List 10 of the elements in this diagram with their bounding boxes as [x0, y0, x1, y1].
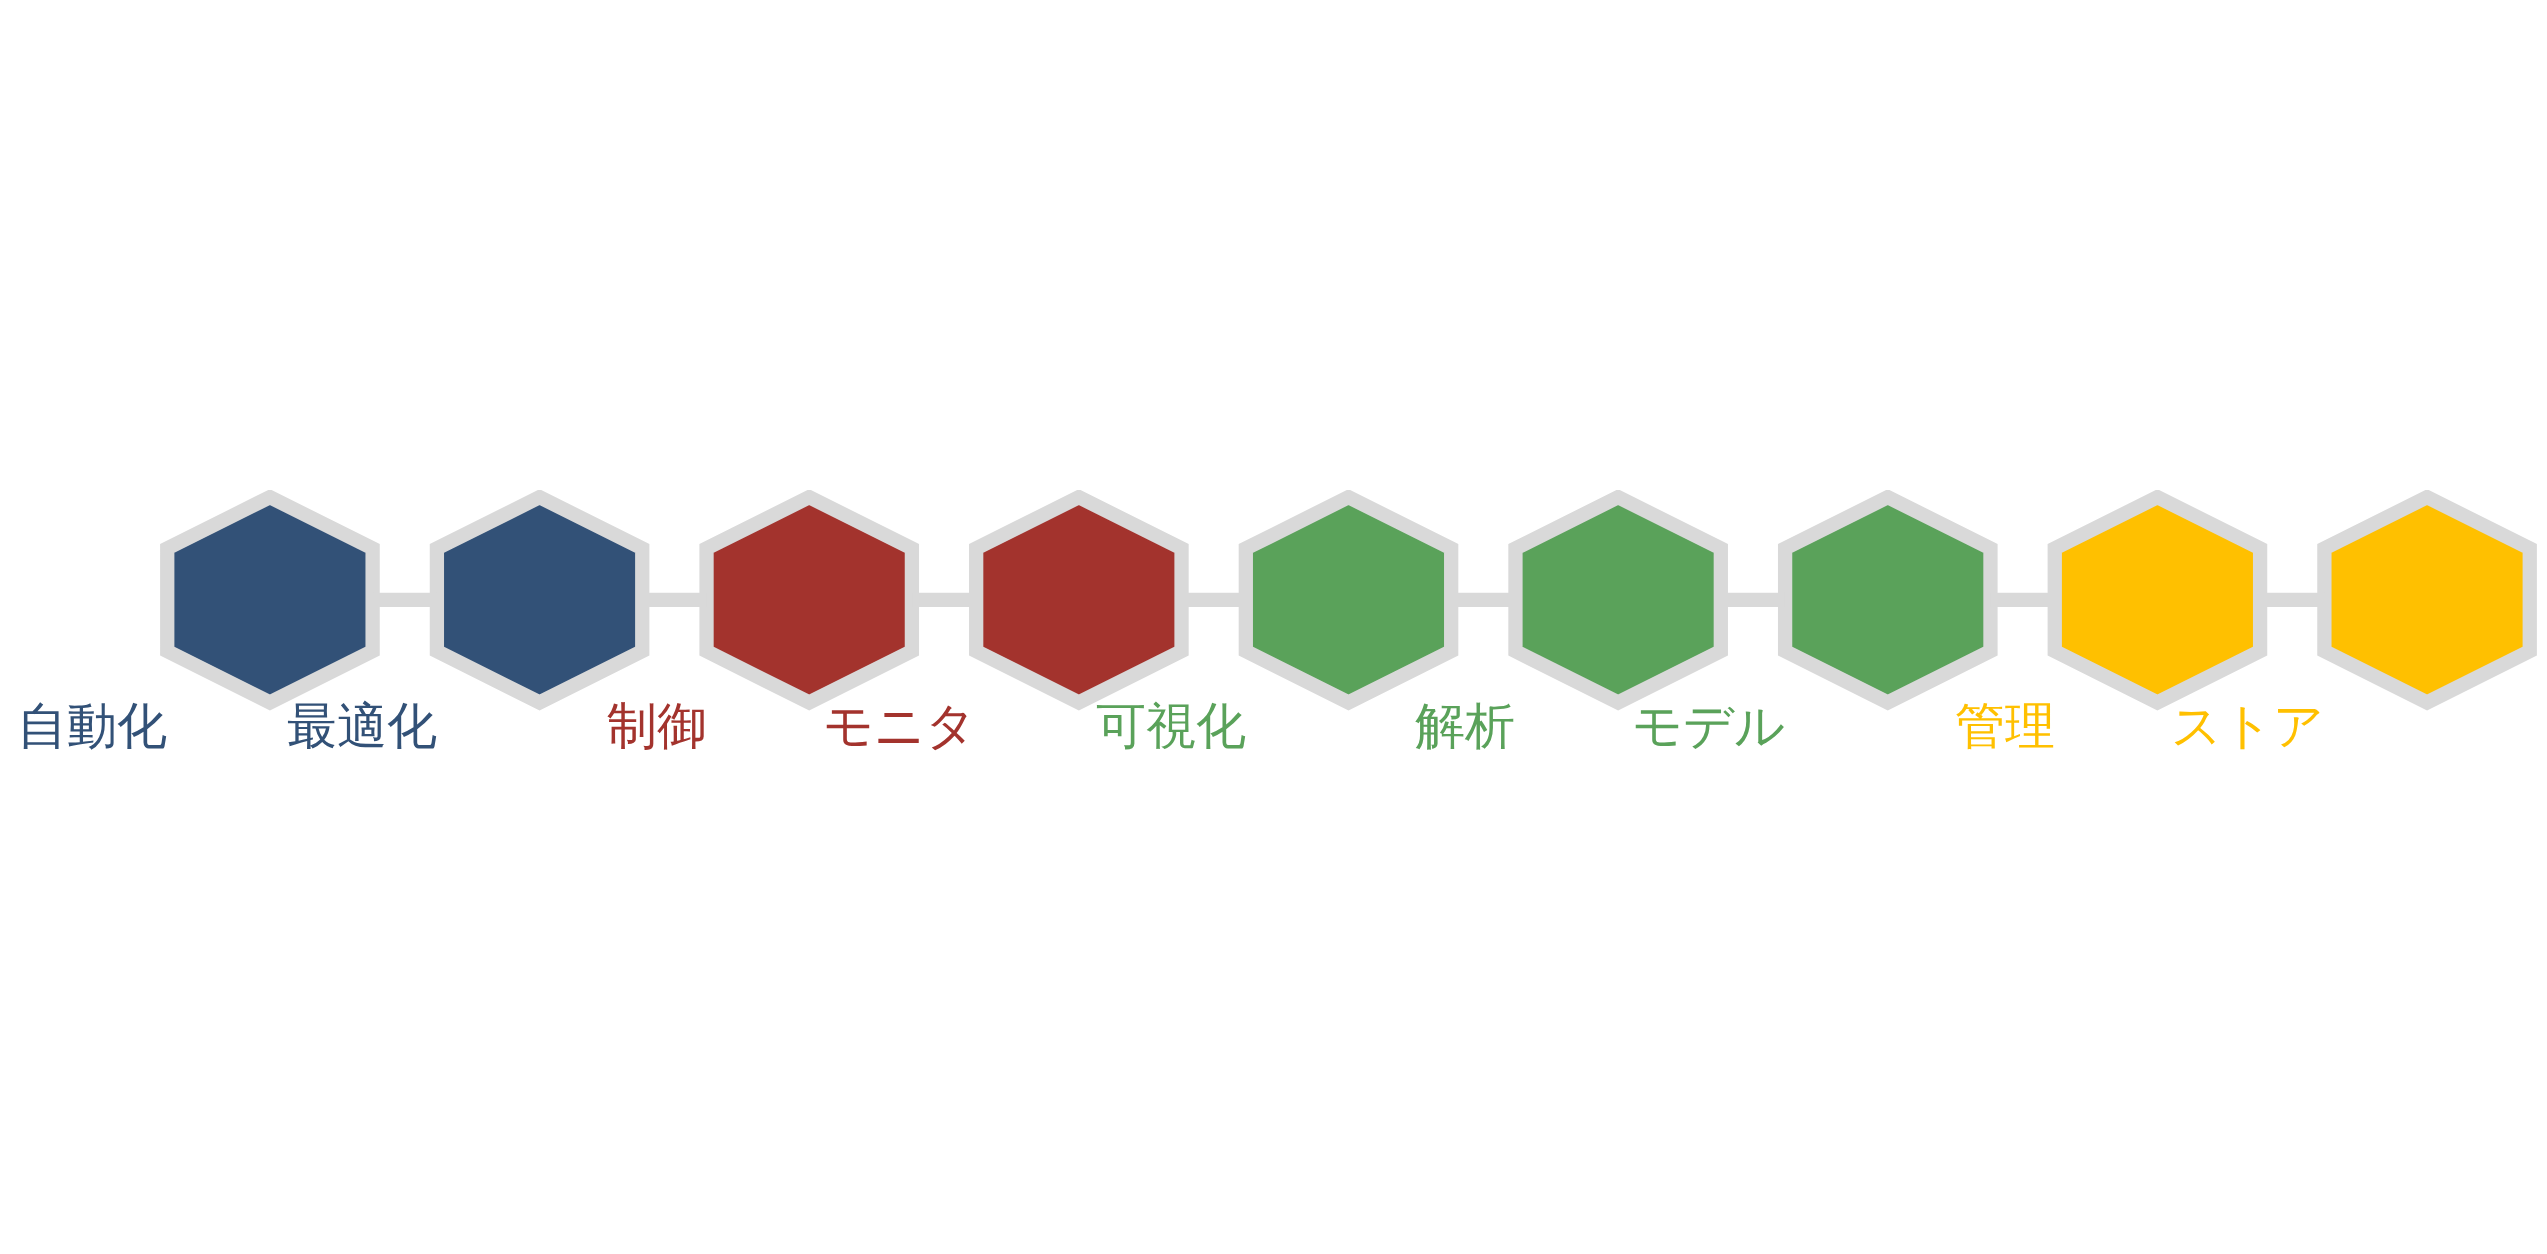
node-label: 可視化 [1095, 696, 1246, 754]
node-label: 管理 [1954, 696, 2055, 754]
node-label: モデル [1631, 696, 1785, 754]
node-label: ストア [2171, 696, 2325, 754]
node-label: 自動化 [17, 696, 168, 754]
node-label: 最適化 [286, 696, 437, 754]
node-label: 制御 [606, 696, 707, 754]
node-label: モニタ [822, 696, 976, 754]
node-hexagon [2317, 489, 2537, 710]
node-label: 解析 [1415, 696, 1516, 754]
